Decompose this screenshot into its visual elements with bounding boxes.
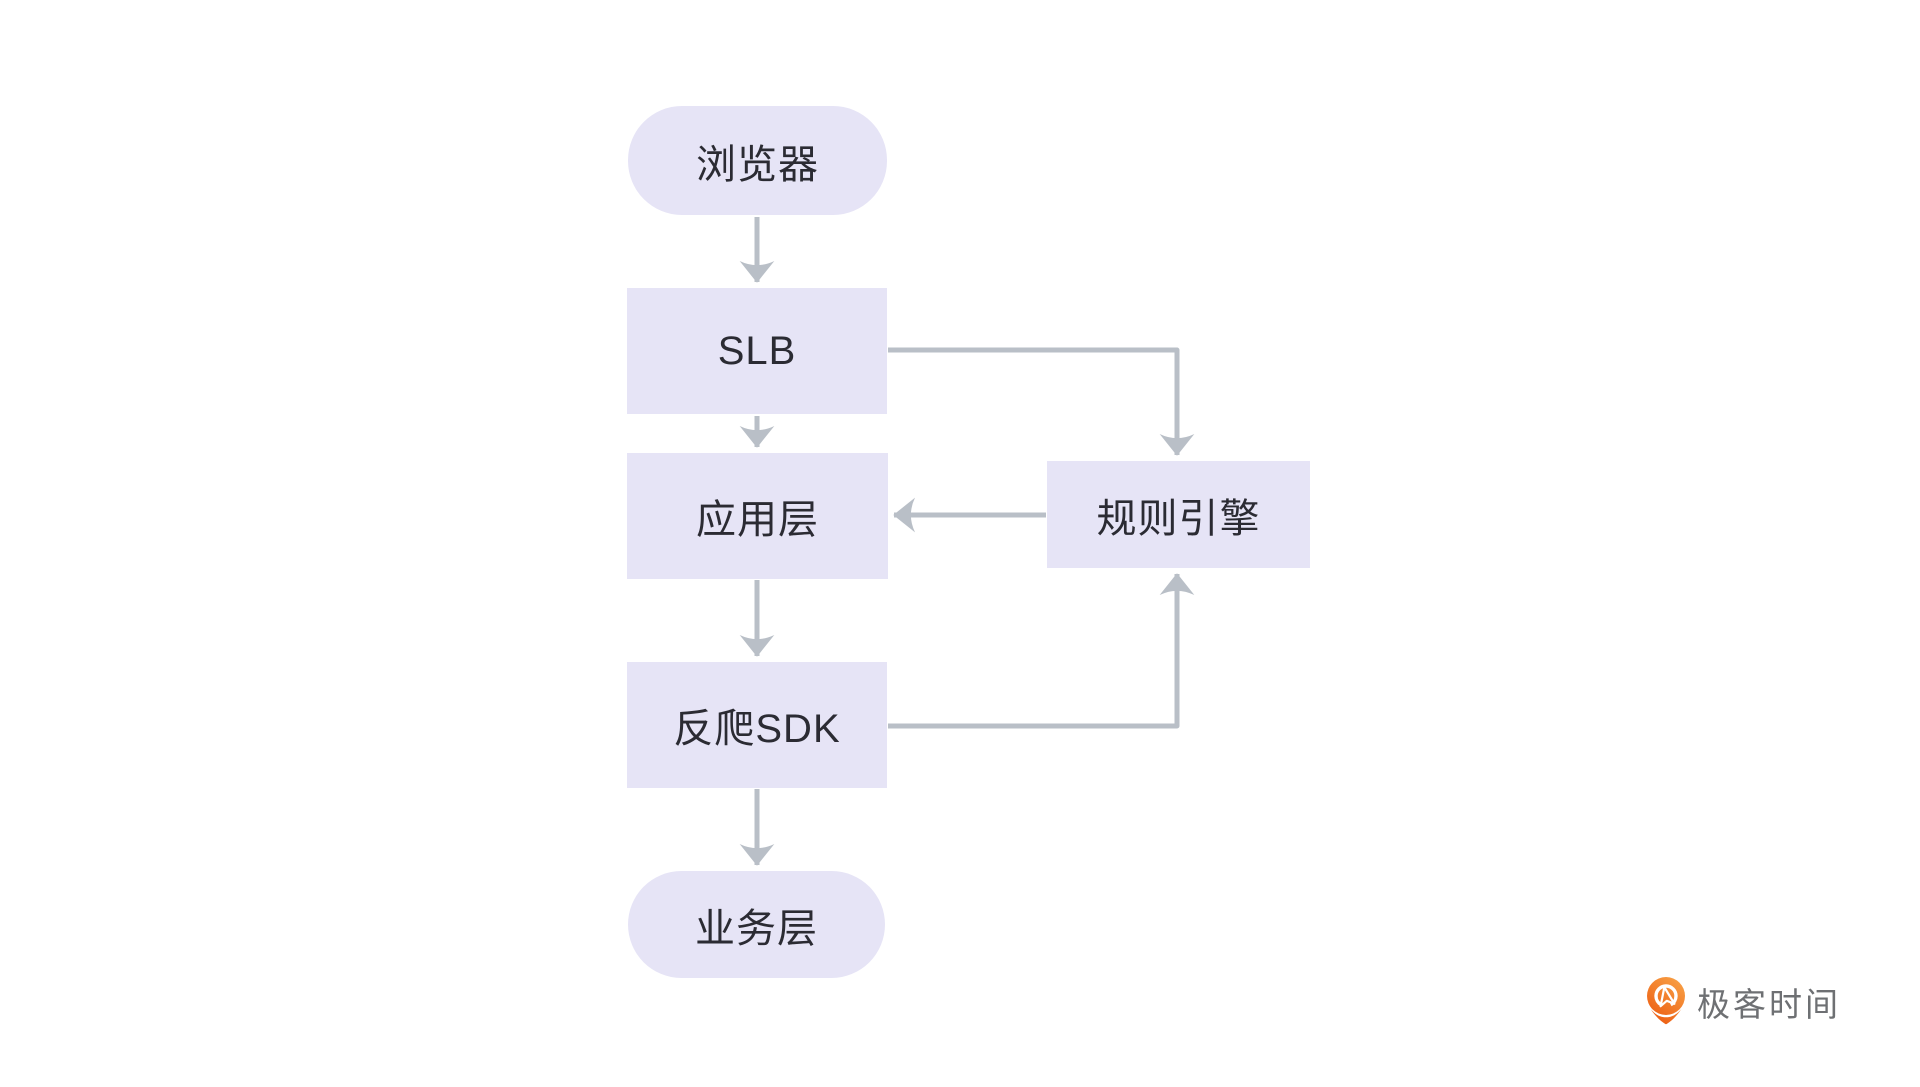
node-app-layer: 应用层: [627, 453, 888, 579]
node-browser-label: 浏览器: [696, 142, 819, 187]
brand-text: 极客时间: [1697, 985, 1841, 1023]
edge-sdk-to-rule-engine: [888, 573, 1195, 729]
brand-logo: 极客时间: [1646, 976, 1841, 1027]
node-business-layer: 业务层: [628, 871, 885, 978]
node-browser: 浏览器: [628, 106, 887, 215]
edge-slb-to-rule-engine: [888, 347, 1195, 456]
node-app-layer-label: 应用层: [696, 498, 819, 542]
node-business-layer-label: 业务层: [695, 906, 818, 951]
node-slb-label: SLB: [717, 328, 797, 373]
node-anti-crawl-sdk: 反爬SDK: [627, 662, 887, 788]
node-anti-crawl-sdk-label: 反爬SDK: [673, 707, 841, 751]
node-rule-engine-label: 规则引擎: [1096, 496, 1261, 541]
geektime-pin-icon: [1647, 977, 1685, 1025]
node-slb: SLB: [627, 288, 887, 414]
node-rule-engine: 规则引擎: [1047, 461, 1310, 568]
